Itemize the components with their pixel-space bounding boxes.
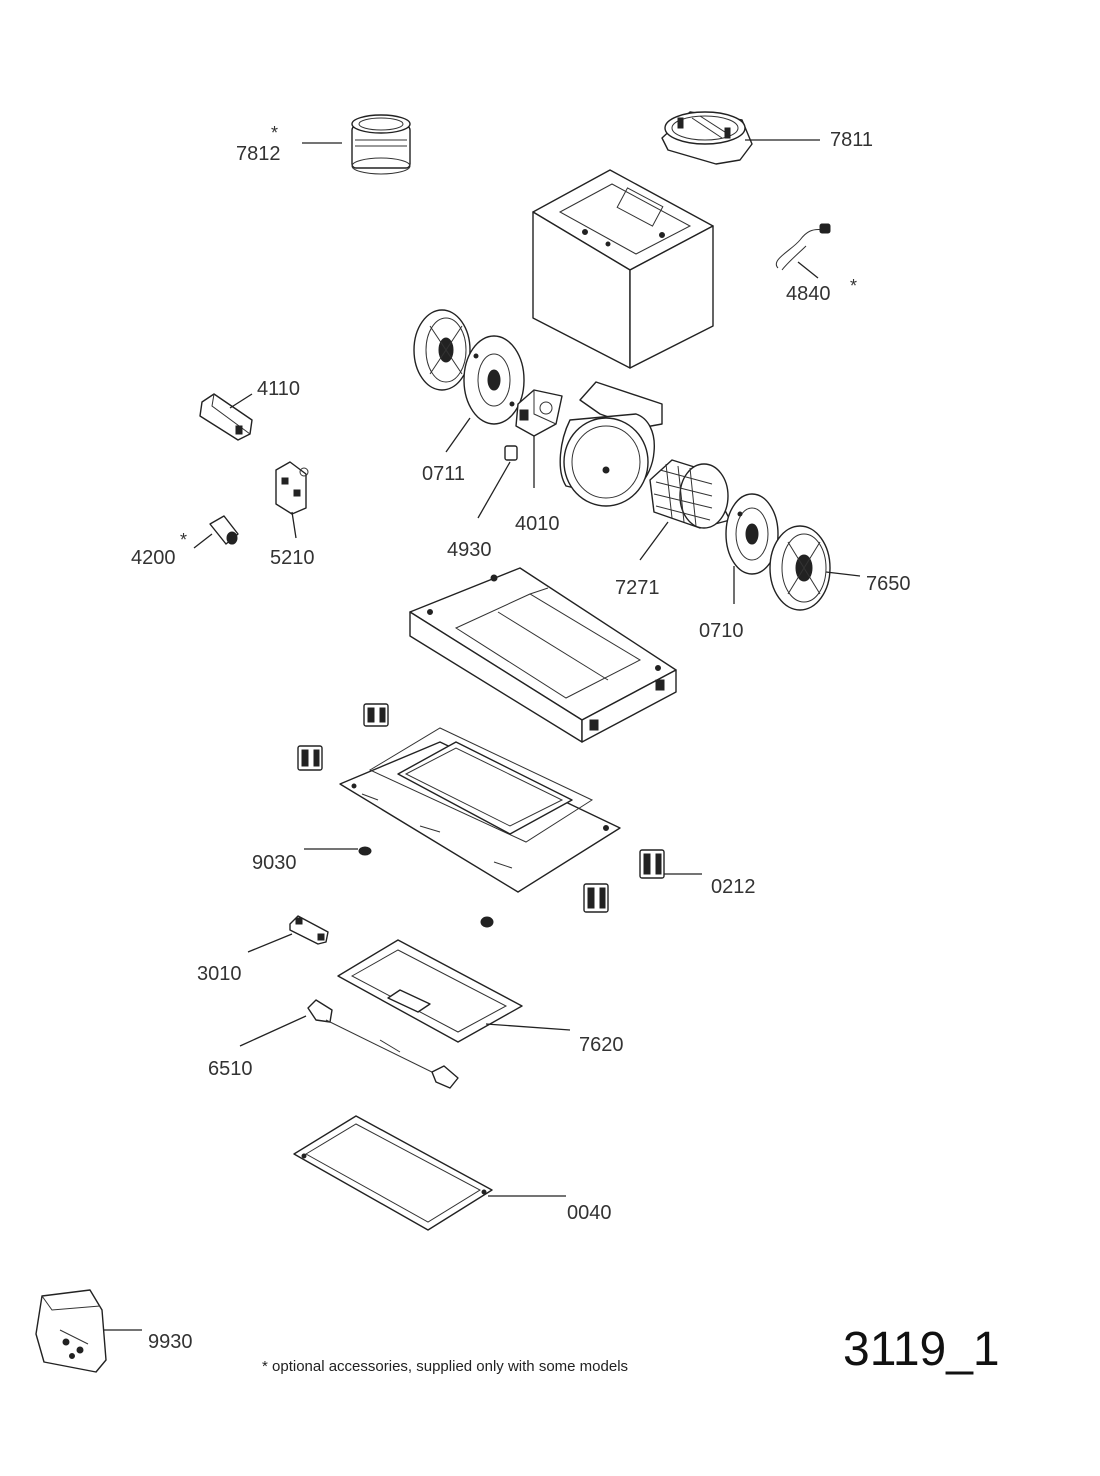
optional-marker-7812: * — [271, 123, 278, 143]
part-motor-frame — [409, 567, 677, 743]
part-4010-motor-box — [515, 389, 563, 437]
part-number-4930: 4930 — [447, 539, 492, 561]
part-number-0040: 0040 — [567, 1202, 612, 1224]
part-7620-grease-filter — [337, 939, 523, 1043]
part-blower-housing — [559, 381, 663, 507]
part-number-7620: 7620 — [579, 1034, 624, 1056]
part-bracket-lower — [583, 883, 609, 913]
part-number-4010: 4010 — [515, 513, 560, 535]
part-9030-screw — [358, 846, 372, 856]
part-bracket-upper — [363, 703, 389, 727]
part-7271-fan-wheel — [649, 459, 731, 529]
leader-5210 — [291, 511, 297, 539]
part-0711-inlet-plate — [463, 335, 525, 425]
part-4840-cable — [775, 223, 831, 271]
part-6510-led-strip — [307, 999, 459, 1089]
part-number-7811: 7811 — [830, 129, 873, 151]
part-number-5210: 5210 — [270, 547, 315, 569]
part-number-6510: 6510 — [208, 1058, 253, 1080]
part-number-4840: 4840 — [786, 283, 831, 305]
part-3010-switch — [289, 915, 329, 945]
part-number-9930: 9930 — [148, 1331, 193, 1353]
part-0212-bracket — [639, 849, 665, 879]
leader-4930 — [477, 461, 511, 519]
part-screw-small — [480, 916, 494, 928]
part-number-4200: 4200 — [131, 547, 176, 569]
part-0040-bottom-panel — [293, 1115, 493, 1231]
part-9930-fixing-kit-bag — [35, 1289, 107, 1373]
part-number-0710: 0710 — [699, 620, 744, 642]
leader-7620 — [485, 1023, 571, 1031]
leader-6510 — [239, 1015, 307, 1047]
leader-4200 — [193, 533, 213, 549]
part-number-7650: 7650 — [866, 573, 911, 595]
leader-0711 — [445, 417, 471, 453]
leader-4840 — [797, 261, 819, 279]
leader-3010 — [247, 933, 293, 953]
part-4110-transformer — [199, 393, 253, 441]
part-number-0212: 0212 — [711, 876, 756, 898]
part-5210-control-board — [275, 461, 309, 515]
part-number-4110: 4110 — [257, 378, 300, 400]
drawing-id: 3119_1 — [843, 1323, 1000, 1376]
part-casing-box — [532, 169, 714, 369]
part-7650-intake-ring — [769, 525, 831, 611]
optional-marker-4200: * — [180, 530, 187, 550]
leader-7650 — [825, 571, 861, 577]
part-number-7271: 7271 — [615, 577, 660, 599]
part-number-3010: 3010 — [197, 963, 242, 985]
part-0710-inlet-plate — [725, 493, 779, 575]
part-4200-capacitor — [209, 515, 239, 545]
footnote-optional-accessories: * optional accessories, supplied only wi… — [262, 1358, 629, 1375]
leader-4110 — [229, 393, 253, 409]
part-number-9030: 9030 — [252, 852, 297, 874]
optional-marker-4840: * — [850, 276, 857, 296]
part-intake-ring-left — [413, 309, 471, 391]
part-bracket-left — [297, 745, 323, 771]
part-4930-connector — [504, 445, 518, 461]
leader-7271 — [639, 521, 669, 561]
part-number-0711: 0711 — [422, 463, 465, 485]
part-hood-body-panel — [339, 727, 621, 893]
part-number-7812: 7812 — [236, 143, 281, 165]
part-7811-outlet-flange — [661, 111, 753, 165]
part-7812-duct-reducer — [351, 114, 411, 175]
